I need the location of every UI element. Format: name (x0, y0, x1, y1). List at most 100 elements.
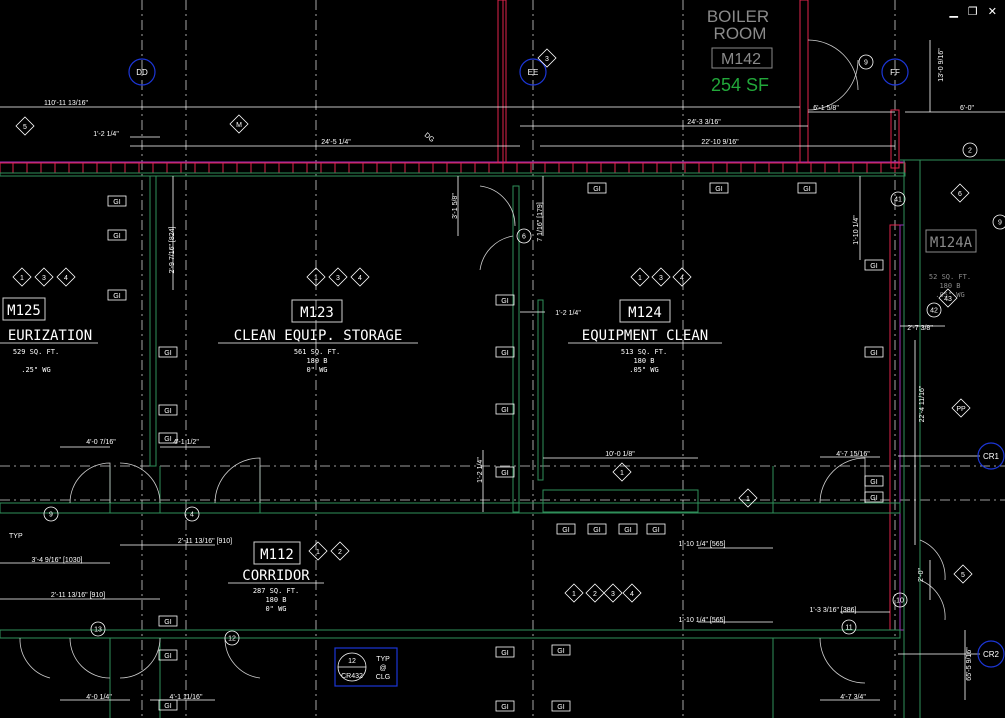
room-m125-number: M125 (7, 303, 41, 319)
keynote-diamond-label: 3 (42, 275, 46, 282)
keynote-circle-shape (992, 214, 1005, 230)
keynote-circle-label: 13 (94, 627, 102, 634)
keynote-circle-shape (890, 191, 906, 207)
room-m112-number: M112 (260, 547, 294, 563)
keynote-diamond-label: 1 (620, 470, 624, 477)
gi-tag-label: GI (164, 703, 171, 710)
gi-tag-label: GI (113, 199, 120, 206)
gi-tag-label: GI (501, 350, 508, 357)
ceiling-tag-sheet: CR432 (341, 673, 363, 680)
room-m123-temp: 180 B (306, 357, 327, 365)
room-m124-name: EQUIPMENT CLEAN (582, 328, 708, 344)
dim-d30: 2'-0" (918, 568, 925, 582)
dim-d15: 22'-4 11/16" (919, 385, 926, 422)
keynote-diamond-label: 4 (358, 275, 362, 282)
boiler-room-name-2: ROOM (714, 24, 767, 43)
gi-tag-box (495, 646, 515, 658)
gi-tag-label: GI (501, 407, 508, 414)
minimize-icon[interactable]: ▁ (949, 5, 958, 18)
keynote-circle-shape (841, 619, 857, 635)
dim-d10: 3'-1 5/8" (452, 193, 459, 219)
keynote-diamond-shape (537, 48, 557, 68)
grid-bubble-ee (519, 58, 547, 86)
gi-tag-label: GI (113, 293, 120, 300)
grid-bubble-dd (128, 58, 156, 86)
keynote-diamond-shape (330, 541, 350, 561)
keynote-diamond-shape (306, 267, 326, 287)
gi-tag-box (618, 523, 638, 535)
gi-tag-label: GI (652, 527, 659, 534)
gi-tag-box (864, 346, 884, 358)
keynote-circle-shape (90, 621, 106, 637)
keynote-circle-shape (892, 592, 908, 608)
gi-tag-label: GI (501, 470, 508, 477)
room-tags: M125 EURIZATION 529 SQ. FT. .25" WG M123… (0, 229, 977, 613)
gi-tag-label: GI (870, 495, 877, 502)
keynote-circle-label: 42 (930, 308, 938, 315)
gi-tag-box (495, 466, 515, 478)
gi-tag-box (158, 699, 178, 711)
keynote-diamond-shape (612, 462, 632, 482)
keynote-circle-label: 10 (896, 598, 904, 605)
gi-tag-box (551, 644, 571, 656)
keynote-diamond-shape (564, 583, 584, 603)
keynote-diamond-label: 1 (316, 549, 320, 556)
boiler-room-number-box (711, 47, 773, 69)
room-m124-area: 513 SQ. FT. (621, 348, 667, 356)
close-icon[interactable]: ✕ (987, 5, 997, 18)
gi-tag-box (864, 491, 884, 503)
keynote-diamond-label: 1 (20, 275, 24, 282)
keynote-circle-shape (926, 302, 942, 318)
keynote-diamond-shape (12, 267, 32, 287)
room-m112-area: 287 SQ. FT. (253, 587, 299, 595)
gi-tag-label: GI (562, 527, 569, 534)
dim-d2: 1'-2 1/4" (93, 131, 119, 138)
dim-d25: 1'-10 1/4" [565] (678, 617, 725, 624)
dim-d27: 4'-0 1/4" (86, 694, 112, 701)
dim-d3: 24'-5 1/4" (321, 139, 351, 146)
keynote-circle-label: 6 (522, 234, 526, 241)
gi-tag-label: GI (164, 350, 171, 357)
keynote-circle-shape (962, 142, 978, 158)
window-controls: ▁ ❐ ✕ (949, 6, 997, 18)
boiler-room-number: M142 (721, 51, 761, 68)
keynote-diamond-label: 3 (545, 56, 549, 63)
keynote-diamond-shape (229, 114, 249, 134)
grid-label-cr2: CR2 (983, 650, 1000, 659)
keynote-diamond-label: 3 (336, 275, 340, 282)
room-m123-pressure: 0" WG (306, 366, 327, 374)
gi-tag-box (551, 700, 571, 712)
room-m125-pressure: .25" WG (21, 366, 51, 374)
dim-d18: 10'-0 1/8" (605, 451, 635, 458)
keynote-circle-shape (184, 506, 200, 522)
ceiling-tag-at: @ (379, 665, 386, 672)
dim-d22: 3'-4 9/16" [1030] (32, 557, 83, 564)
room-m123-number: M123 (300, 305, 334, 321)
keynote-circle-shape (858, 54, 874, 70)
gi-tag-box (709, 182, 729, 194)
grid-label-dd: DD (136, 68, 148, 77)
gi-tag-label: GI (164, 619, 171, 626)
gi-tag-box (107, 229, 127, 241)
keynote-diamond-label: 4 (680, 275, 684, 282)
interior-partitions (0, 175, 901, 718)
keynote-diamond-shape (738, 488, 758, 508)
keynote-diamond-label: 3 (611, 591, 615, 598)
gi-tag-label: GI (593, 527, 600, 534)
restore-icon[interactable]: ❐ (967, 5, 978, 18)
ceiling-tag-number: 12 (348, 658, 356, 665)
gi-tag-label: GI (557, 704, 564, 711)
keynote-diamond-label: 2 (593, 591, 597, 598)
keynote-diamond-shape (622, 583, 642, 603)
room-m124-number: M124 (628, 305, 662, 321)
keynote-diamond-shape (953, 564, 973, 584)
north-wall (0, 161, 906, 177)
gi-tag-label: GI (870, 263, 877, 270)
keynote-circle-label: 12 (228, 636, 236, 643)
gi-tag-box (158, 346, 178, 358)
dim-d26: 1'-3 3/16" [386] (809, 607, 856, 614)
grid-bubble-cr1 (977, 442, 1005, 470)
